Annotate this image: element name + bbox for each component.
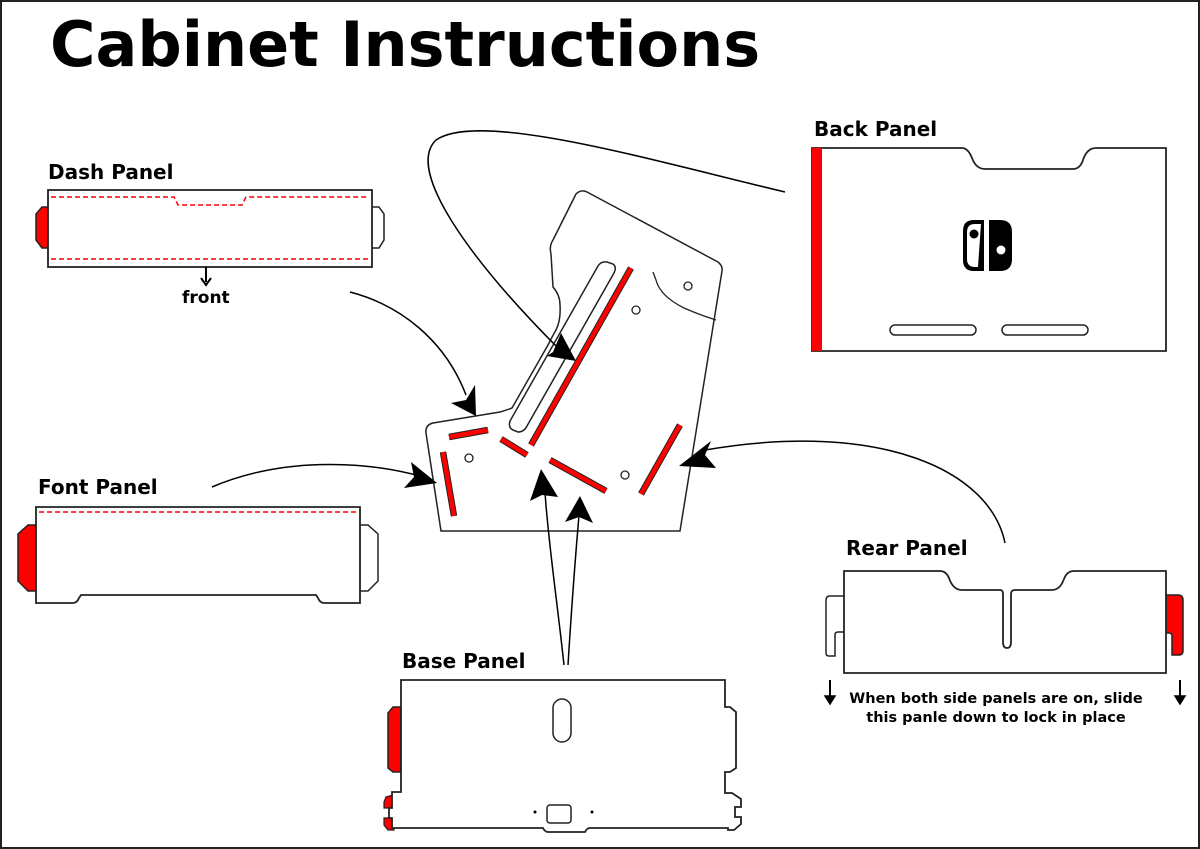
front-annotation: front	[182, 288, 230, 308]
rear-right-down-arrow-head	[1173, 695, 1187, 706]
font-panel-label: Font Panel	[38, 475, 158, 499]
rear-panel-note-line1: When both side panels are on, slide	[849, 691, 1143, 707]
base-panel	[383, 679, 742, 833]
rear-panel-left-tab	[825, 595, 844, 657]
red-slot-base-fill	[548, 458, 608, 493]
red-slot-front-top-fill	[448, 427, 489, 440]
font-panel	[17, 506, 379, 604]
side-panel-hole	[631, 305, 641, 315]
base-panel-left-red-tab	[387, 706, 402, 773]
connector-arrows	[211, 130, 1006, 666]
dash-panel-left-tab	[35, 206, 49, 249]
rear-panel-connector	[704, 440, 1006, 544]
red-slot-front-side-fill	[440, 451, 457, 517]
back-panel	[811, 147, 1167, 352]
rear-panel-right-tab	[1165, 594, 1184, 656]
dash-panel-label: Dash Panel	[48, 160, 174, 184]
base-panel-arrowhead-right	[565, 496, 593, 523]
rear-panel-note-line2: this panle down to lock in place	[866, 709, 1126, 726]
dash-panel-right-tab	[372, 206, 385, 249]
back-panel-label: Back Panel	[814, 117, 938, 141]
rear-panel-label: Rear Panel	[846, 536, 968, 560]
red-slot-small-fill	[499, 437, 529, 457]
rear-panel-body	[843, 570, 1167, 674]
side-panel-hole	[620, 470, 630, 480]
base-panel-connector-left	[544, 491, 565, 666]
back-panel-red-edge	[812, 148, 822, 351]
side-panel-outline	[425, 190, 723, 532]
base-panel-label: Base Panel	[402, 649, 526, 673]
base-panel-connector-right	[567, 514, 580, 666]
font-panel-left-tab	[17, 524, 37, 592]
red-slot-rear-fill	[639, 423, 682, 496]
rear-panel-note: When both side panels are on, slide this…	[846, 690, 1146, 728]
page-title: Cabinet Instructions	[50, 8, 761, 81]
base-panel-body	[388, 679, 742, 833]
base-panel-dot-left	[533, 810, 537, 814]
font-panel-connector	[211, 463, 421, 488]
dash-panel-connector	[349, 291, 467, 396]
rear-panel	[823, 570, 1187, 706]
nintendo-switch-icon	[963, 220, 1012, 271]
back-panel-connector	[427, 130, 786, 351]
side-panel-hole	[683, 281, 693, 291]
font-panel-arrowhead	[404, 462, 437, 488]
back-panel-arrowhead	[547, 333, 576, 361]
base-panel-slot	[552, 698, 572, 743]
dash-panel	[35, 189, 385, 287]
side-panel-hole	[464, 453, 474, 463]
base-panel-port	[546, 804, 572, 824]
base-panel-arrowhead-left	[530, 469, 558, 501]
rear-left-down-arrow-head	[823, 695, 837, 706]
back-panel-slot-left	[889, 324, 977, 336]
dash-panel-body	[47, 189, 373, 268]
dash-panel-fold-line-top	[51, 196, 369, 206]
front-arrow-head	[200, 277, 212, 287]
base-panel-dot-right	[590, 810, 594, 814]
dash-panel-arrowhead	[451, 385, 476, 416]
side-panel-assembly	[425, 190, 723, 532]
font-panel-body	[35, 506, 361, 604]
rear-panel-arrowhead	[679, 441, 716, 468]
side-panel-top-curve	[652, 271, 717, 321]
red-slot-dash-fill	[529, 266, 633, 447]
font-panel-right-tab	[360, 524, 379, 592]
back-panel-slot-right	[1001, 324, 1089, 336]
